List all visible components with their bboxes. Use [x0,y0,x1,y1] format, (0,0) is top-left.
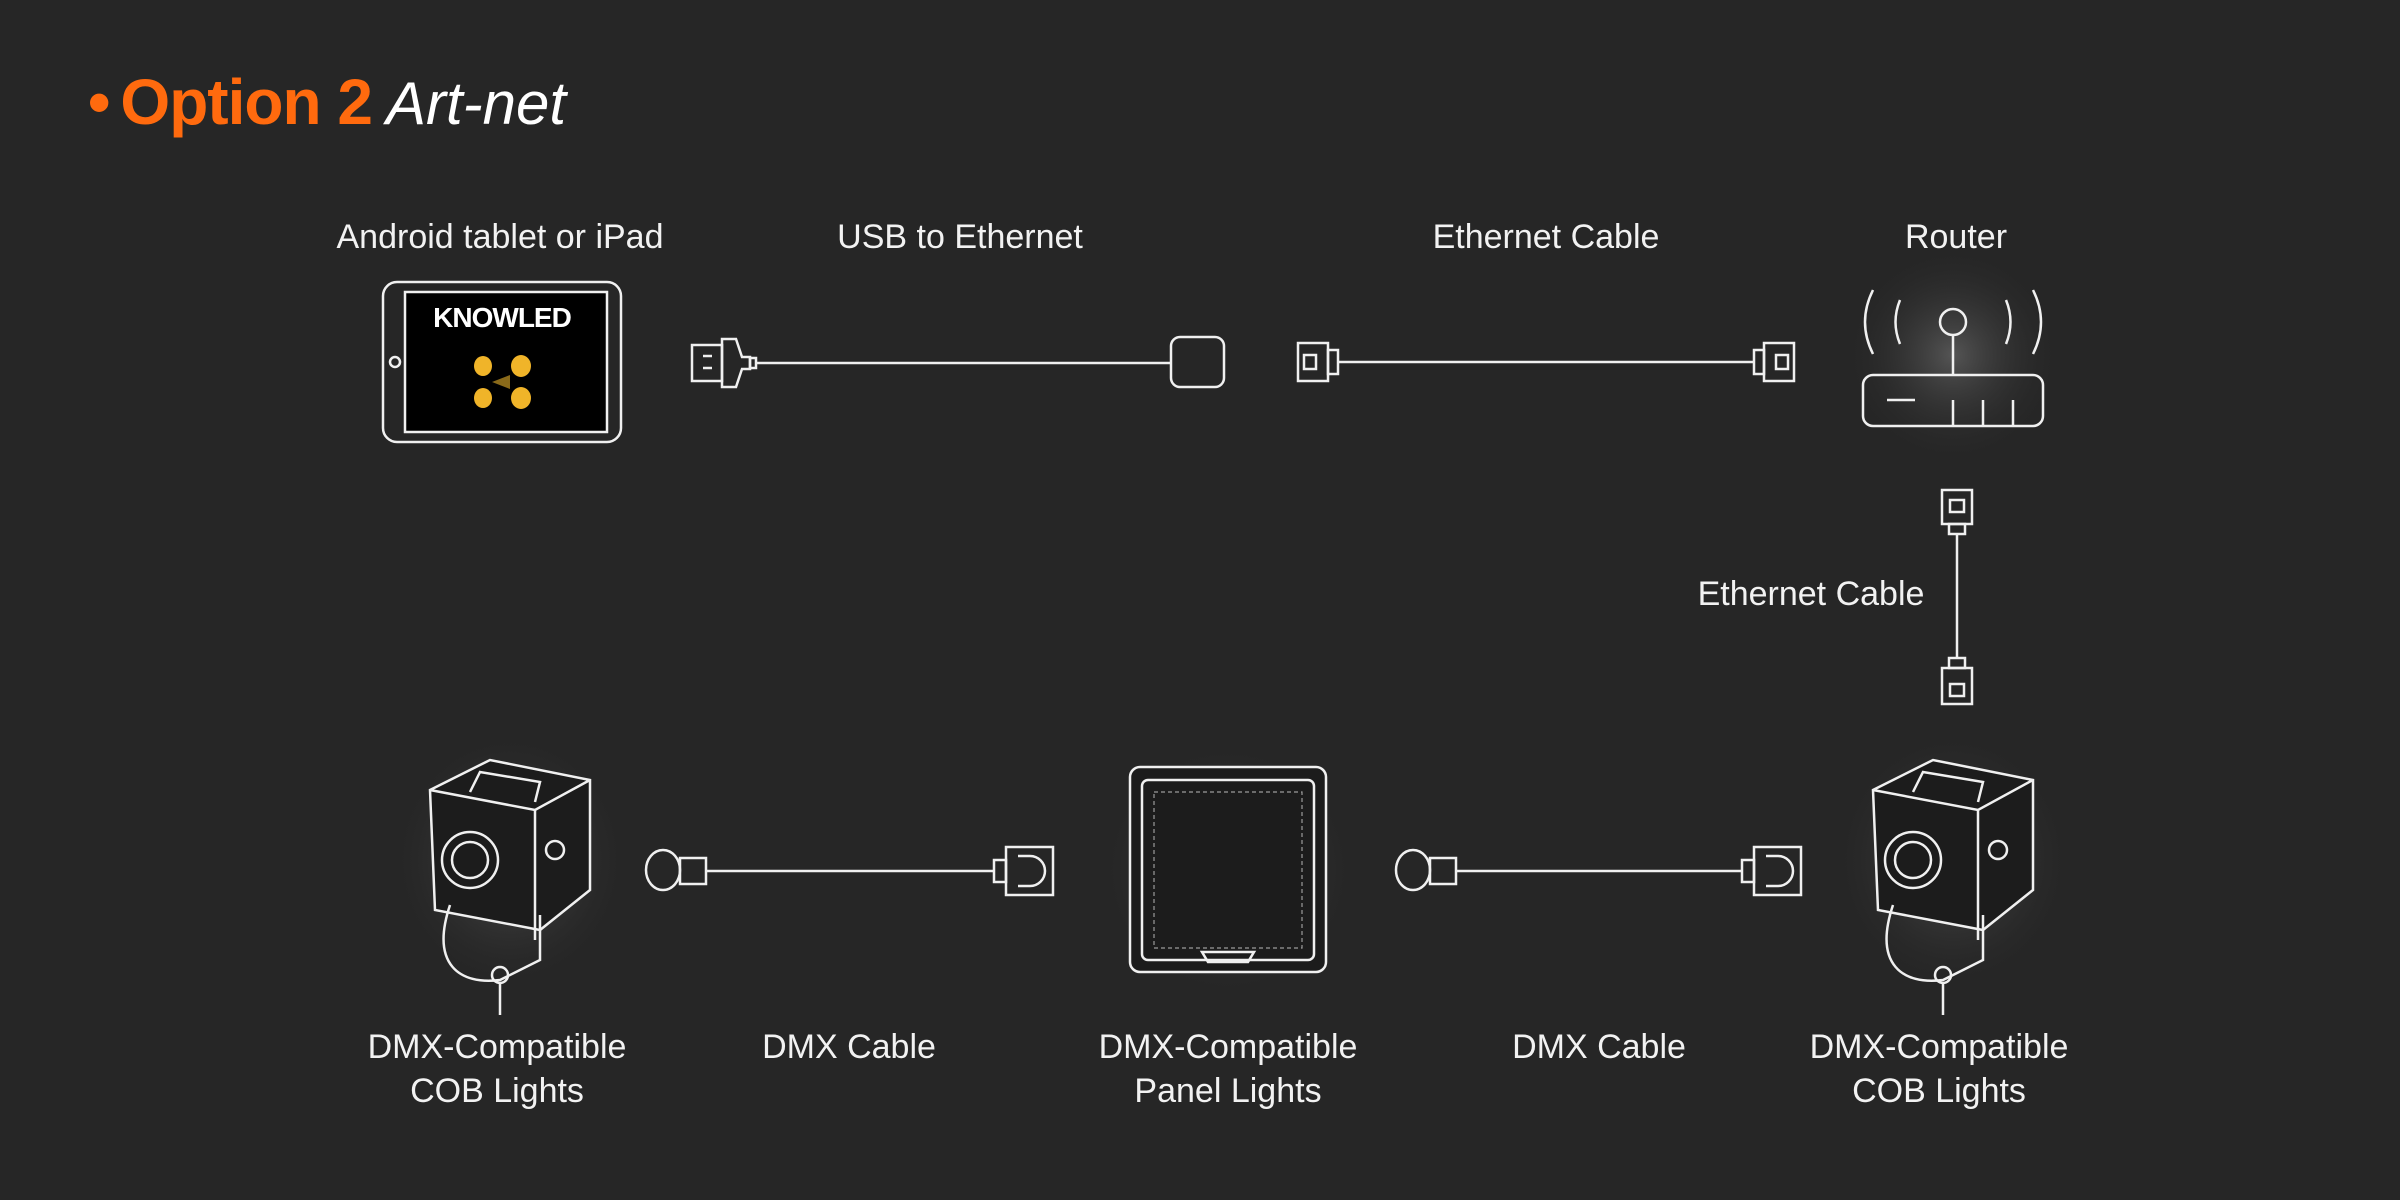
label-ethernet-cable-vertical: Ethernet Cable [1697,575,1925,613]
label-usb-to-ethernet: USB to Ethernet [837,218,1083,256]
label-dmx-cable-left: DMX Cable [762,1028,936,1066]
panel-light-icon [1098,740,1358,1000]
label-cob-right: DMX-Compatible COB Lights [1810,1025,2069,1113]
title-subtitle: Art-net [385,70,566,137]
cob-light-left-icon [390,730,630,1015]
router-icon [1843,245,2063,465]
app-logo-icon [474,355,531,409]
usb-to-ethernet-adapter-icon [690,335,1226,389]
label-router: Router [1904,218,2008,256]
label-line: Panel Lights [1134,1072,1322,1110]
label-tablet: Android tablet or iPad [336,218,664,256]
label-line: COB Lights [410,1072,584,1110]
label-ethernet-cable: Ethernet Cable [1432,218,1660,256]
ethernet-cable-icon [1296,341,1796,383]
tablet-brand-logo: KNOWLED [433,302,572,333]
label-line: DMX-Compatible [367,1028,627,1066]
ethernet-cable-vertical-icon [1940,488,1974,706]
label-line: COB Lights [1852,1072,2026,1110]
dmx-cable-left-icon [644,845,1055,897]
label-cob-left: DMX-Compatible COB Lights [368,1025,627,1113]
tablet-icon [381,280,623,444]
cob-light-right-icon [1833,730,2073,1015]
title-bullet: • [88,66,111,138]
dmx-cable-right-icon [1394,845,1803,897]
title-option: Option 2 [120,66,373,138]
label-line: DMX-Compatible [1809,1028,2069,1066]
label-line: DMX-Compatible [1098,1028,1358,1066]
label-panel: DMX-Compatible Panel Lights [1099,1025,1358,1113]
label-dmx-cable-right: DMX Cable [1512,1028,1686,1066]
